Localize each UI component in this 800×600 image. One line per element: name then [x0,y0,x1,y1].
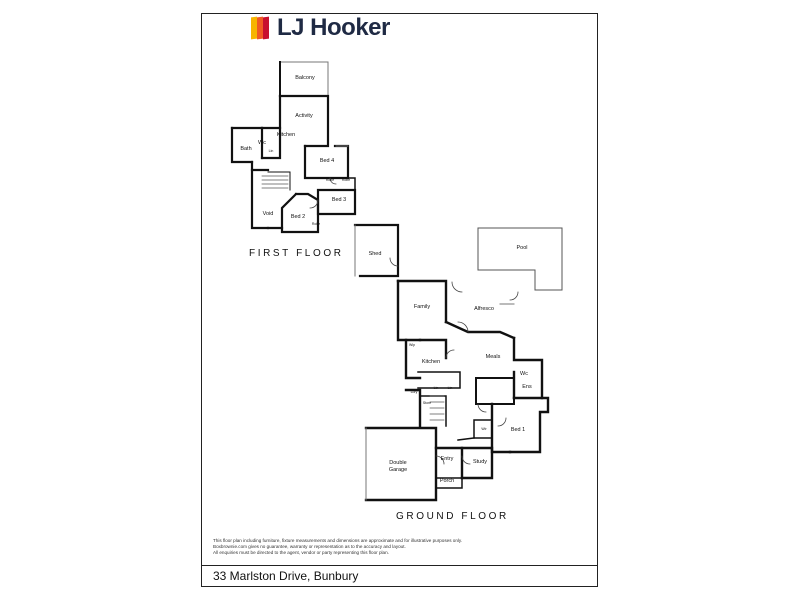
door-swings [309,177,519,465]
room-alfresco: Alfresco [474,306,494,312]
stairs [261,175,445,421]
disclaimer: This floor plan including furniture, fix… [213,538,513,556]
room-lin-a: Lin [434,386,439,390]
ground-floor-walls [364,279,550,502]
room-bed2: Bed 2 [291,214,305,220]
room-robe-c: Robe [312,222,320,226]
brand-name: LJ Hooker [277,14,390,41]
room-lin-upper: Lin [269,149,274,153]
room-double-garage-line1: Double [389,460,406,466]
room-double-garage-line2: Garage [389,467,407,473]
floor-plan-sheet [201,13,598,587]
room-bath: Bath [240,146,251,152]
disclaimer-line-1: This floor plan including furniture, fix… [213,538,463,543]
disclaimer-line-2: Boxbrownie.com gives no guarantee, warra… [213,544,406,549]
lj-hooker-logo: LJ Hooker [251,14,390,41]
room-activity: Activity [295,113,313,119]
room-robe-b: Robe [342,178,350,182]
disclaimer-line-3: All enquiries must be directed to the ag… [213,550,389,555]
room-wc-ens: Wc [520,371,528,377]
room-porch: Porch [440,478,454,484]
room-bed4: Bed 4 [320,158,334,164]
room-ens: Ens [522,384,532,390]
room-kitchen: Kitchen [422,359,440,365]
room-balcony: Balcony [295,75,315,81]
room-wir: Wir [481,427,487,431]
room-entry: Entry [441,456,454,462]
footer-divider [202,565,597,566]
room-void: Void [263,211,274,217]
room-wip: Wip [409,343,415,347]
pool-outline [477,227,563,291]
room-bed1: Bed 1 [511,427,525,433]
ground-floor-label: GROUND FLOOR [396,511,509,522]
room-store: Store [423,401,431,405]
room-bed3: Bed 3 [332,197,346,203]
room-shed: Shed [369,251,382,257]
room-kitchen-upper: Kitchen [277,132,295,138]
property-address: 33 Marlston Drive, Bunbury [213,569,359,583]
room-ldry: Ldry [411,390,418,394]
room-study: Study [473,459,487,465]
room-wc-upper: Wc [258,140,266,146]
first-floor-walls [230,61,400,278]
room-family: Family [414,304,430,310]
room-robe-a: Robe [326,178,334,182]
room-meals: Meals [486,354,501,360]
room-lin-b: Lin [448,386,453,390]
first-floor-label: FIRST FLOOR [249,248,344,259]
room-pool: Pool [516,245,527,251]
